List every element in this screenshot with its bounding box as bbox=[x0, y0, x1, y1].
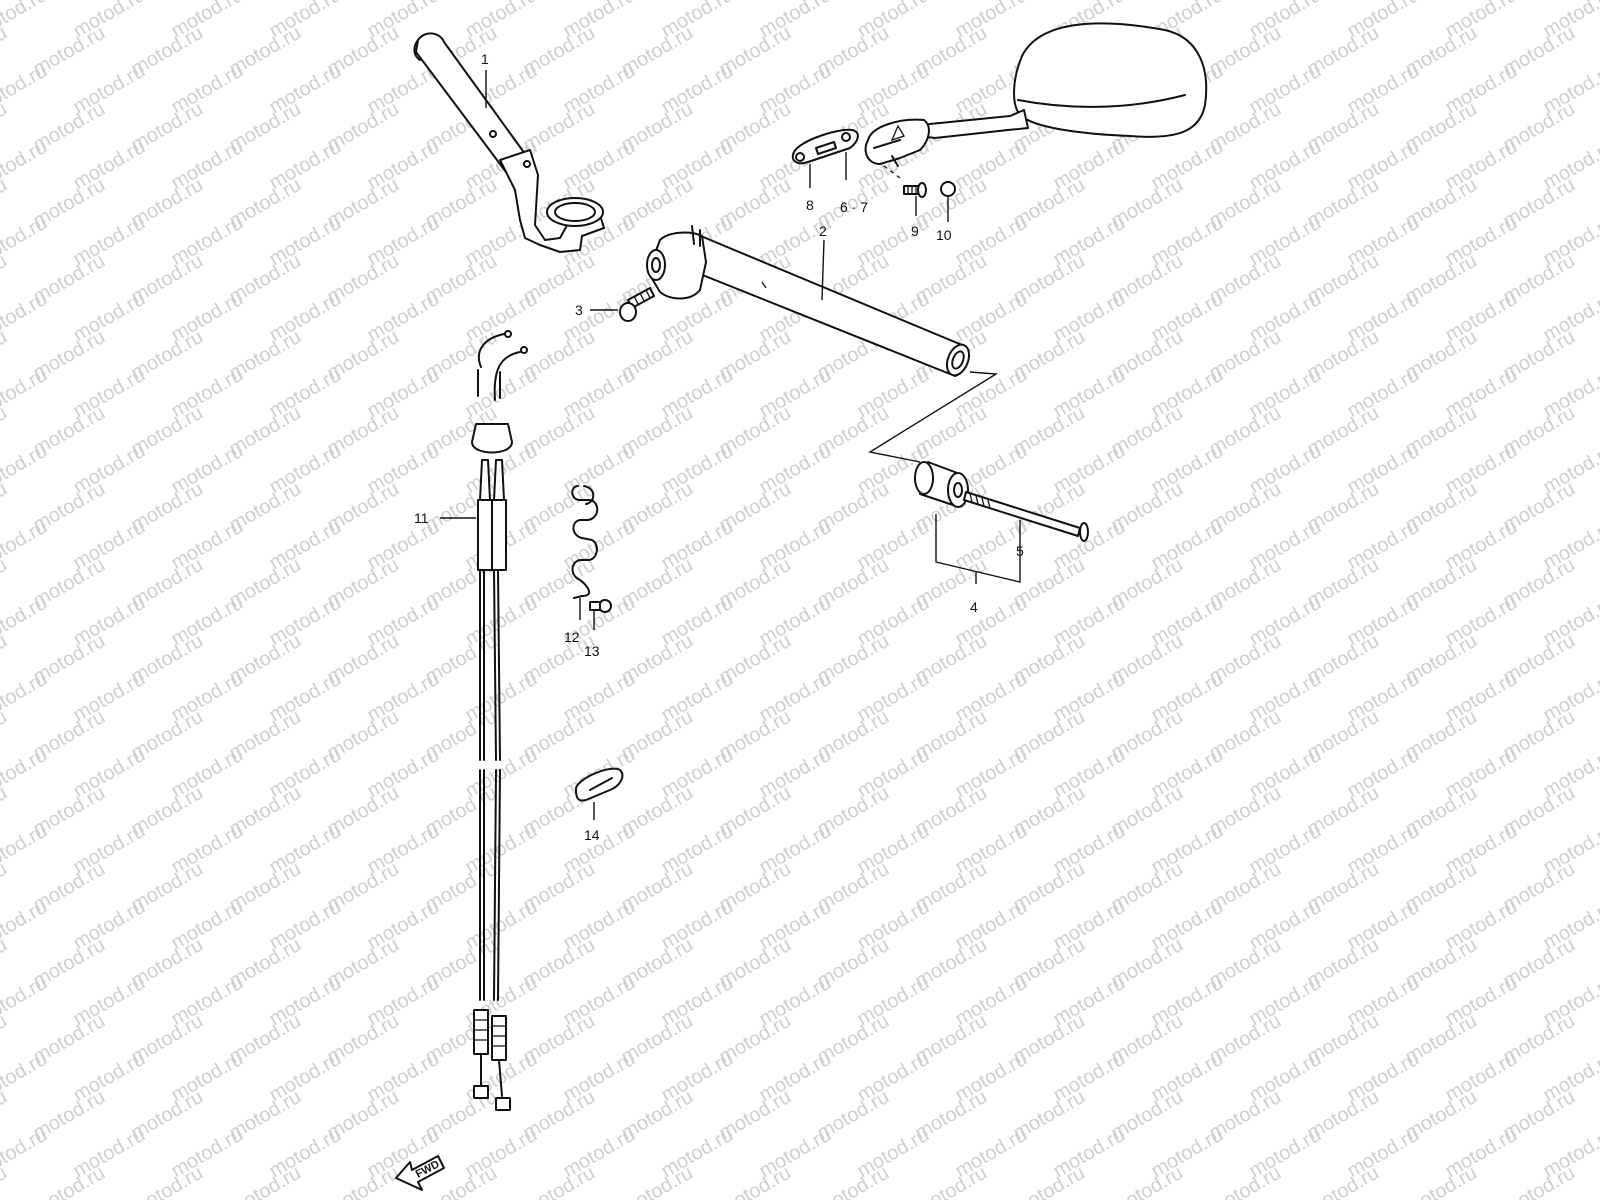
watermark-text: motod.ru bbox=[716, 1162, 795, 1200]
callout-3: 3 bbox=[575, 302, 583, 318]
watermark-text: motod.ru bbox=[1010, 1162, 1089, 1200]
part-5-screw bbox=[963, 491, 1089, 542]
watermark-text: motod.ru bbox=[1402, 1162, 1481, 1200]
callout-12: 12 bbox=[564, 629, 580, 645]
watermark-text: motod.ru bbox=[0, 440, 51, 499]
watermark-text: motod.ru bbox=[0, 972, 51, 1031]
part-3-bolt bbox=[619, 287, 655, 322]
watermark-text: motod.ru bbox=[0, 744, 51, 803]
watermark-text: motod.ru bbox=[0, 250, 11, 309]
callout-2: 2 bbox=[819, 223, 827, 239]
watermark-text: motod.ru bbox=[0, 22, 11, 81]
watermark-text: motod.ru bbox=[0, 706, 11, 765]
watermark-text: motod.ru bbox=[0, 782, 11, 841]
watermark-text: motod.ru bbox=[0, 1124, 51, 1183]
callout-6-7: 6 · 7 bbox=[840, 199, 868, 215]
part-8-gasket bbox=[791, 128, 859, 165]
callout-4: 4 bbox=[970, 599, 978, 615]
callout-1: 1 bbox=[481, 51, 489, 67]
part-1-handlebar-left bbox=[413, 32, 605, 253]
watermark-text: motod.ru bbox=[324, 1162, 403, 1200]
watermark-text: motod.ru bbox=[0, 858, 11, 917]
part-11-throttle-cable bbox=[471, 330, 528, 1111]
watermark-text: motod.ru bbox=[0, 554, 11, 613]
part-10-cap bbox=[940, 181, 956, 197]
watermark-text: motod.ru bbox=[0, 98, 11, 157]
callouts: 1 2 3 4 5 6 · 7 8 9 10 11 12 13 14 bbox=[414, 51, 1024, 843]
part-6-7-mirror bbox=[864, 22, 1208, 167]
callout-13: 13 bbox=[584, 643, 600, 659]
cut-line bbox=[868, 371, 999, 463]
callout-8: 8 bbox=[806, 197, 814, 213]
callout-11: 11 bbox=[414, 510, 429, 526]
watermark-text: motod.ru bbox=[0, 212, 51, 271]
watermark-text: motod.ru bbox=[0, 1048, 51, 1107]
watermark-text: motod.ru bbox=[0, 288, 51, 347]
watermark-text: motod.ru bbox=[0, 364, 51, 423]
watermark-text: motod.ru bbox=[814, 1162, 893, 1200]
watermark-text: motod.ru bbox=[226, 1162, 305, 1200]
watermark-text: motod.ru bbox=[1304, 1162, 1383, 1200]
watermark-text: motod.ru bbox=[0, 592, 51, 651]
watermark-text: motod.ru bbox=[0, 820, 51, 879]
watermark-text: motod.ru bbox=[1108, 1162, 1187, 1200]
part-12-cable-clamp bbox=[571, 485, 599, 599]
watermark-text: motod.ru bbox=[0, 478, 11, 537]
watermark-text: motod.ru bbox=[0, 1162, 11, 1200]
watermark-text: motod.ru bbox=[0, 326, 11, 385]
watermark-text: motod.ru bbox=[0, 1010, 11, 1069]
watermark-text: motod.ru bbox=[0, 174, 11, 233]
watermark-text: motod.ru bbox=[0, 516, 51, 575]
callout-10: 10 bbox=[936, 227, 952, 243]
part-2-handlebar-right bbox=[646, 225, 971, 377]
watermark-text: motod.ru bbox=[0, 136, 51, 195]
callout-9: 9 bbox=[911, 223, 919, 239]
watermark-text: motod.ru bbox=[0, 630, 11, 689]
watermark-text: motod.ru bbox=[128, 1162, 207, 1200]
watermark-text: motod.ru bbox=[30, 1162, 109, 1200]
watermark-text: motod.ru bbox=[0, 1086, 11, 1145]
part-13-screw bbox=[589, 599, 612, 613]
watermark-text: motod.ru bbox=[0, 402, 11, 461]
watermark-text: motod.ru bbox=[0, 934, 11, 993]
callout-14: 14 bbox=[584, 827, 600, 843]
watermark-text: motod.ru bbox=[520, 1162, 599, 1200]
part-4-balancer bbox=[914, 461, 969, 508]
watermark-text: motod.ru bbox=[618, 1162, 697, 1200]
part-14-clip bbox=[575, 767, 624, 802]
watermark-text: motod.ru bbox=[0, 896, 51, 955]
watermark-text: motod.ru bbox=[1500, 1162, 1579, 1200]
callout-5: 5 bbox=[1016, 543, 1024, 559]
watermark-text: motod.ru bbox=[912, 1162, 991, 1200]
watermark-text: motod.ru bbox=[0, 668, 51, 727]
part-9-screw bbox=[883, 165, 927, 198]
watermark-text: motod.ru bbox=[1206, 1162, 1285, 1200]
watermark-text: motod.ru bbox=[0, 60, 51, 119]
leader-lines bbox=[440, 70, 1021, 820]
